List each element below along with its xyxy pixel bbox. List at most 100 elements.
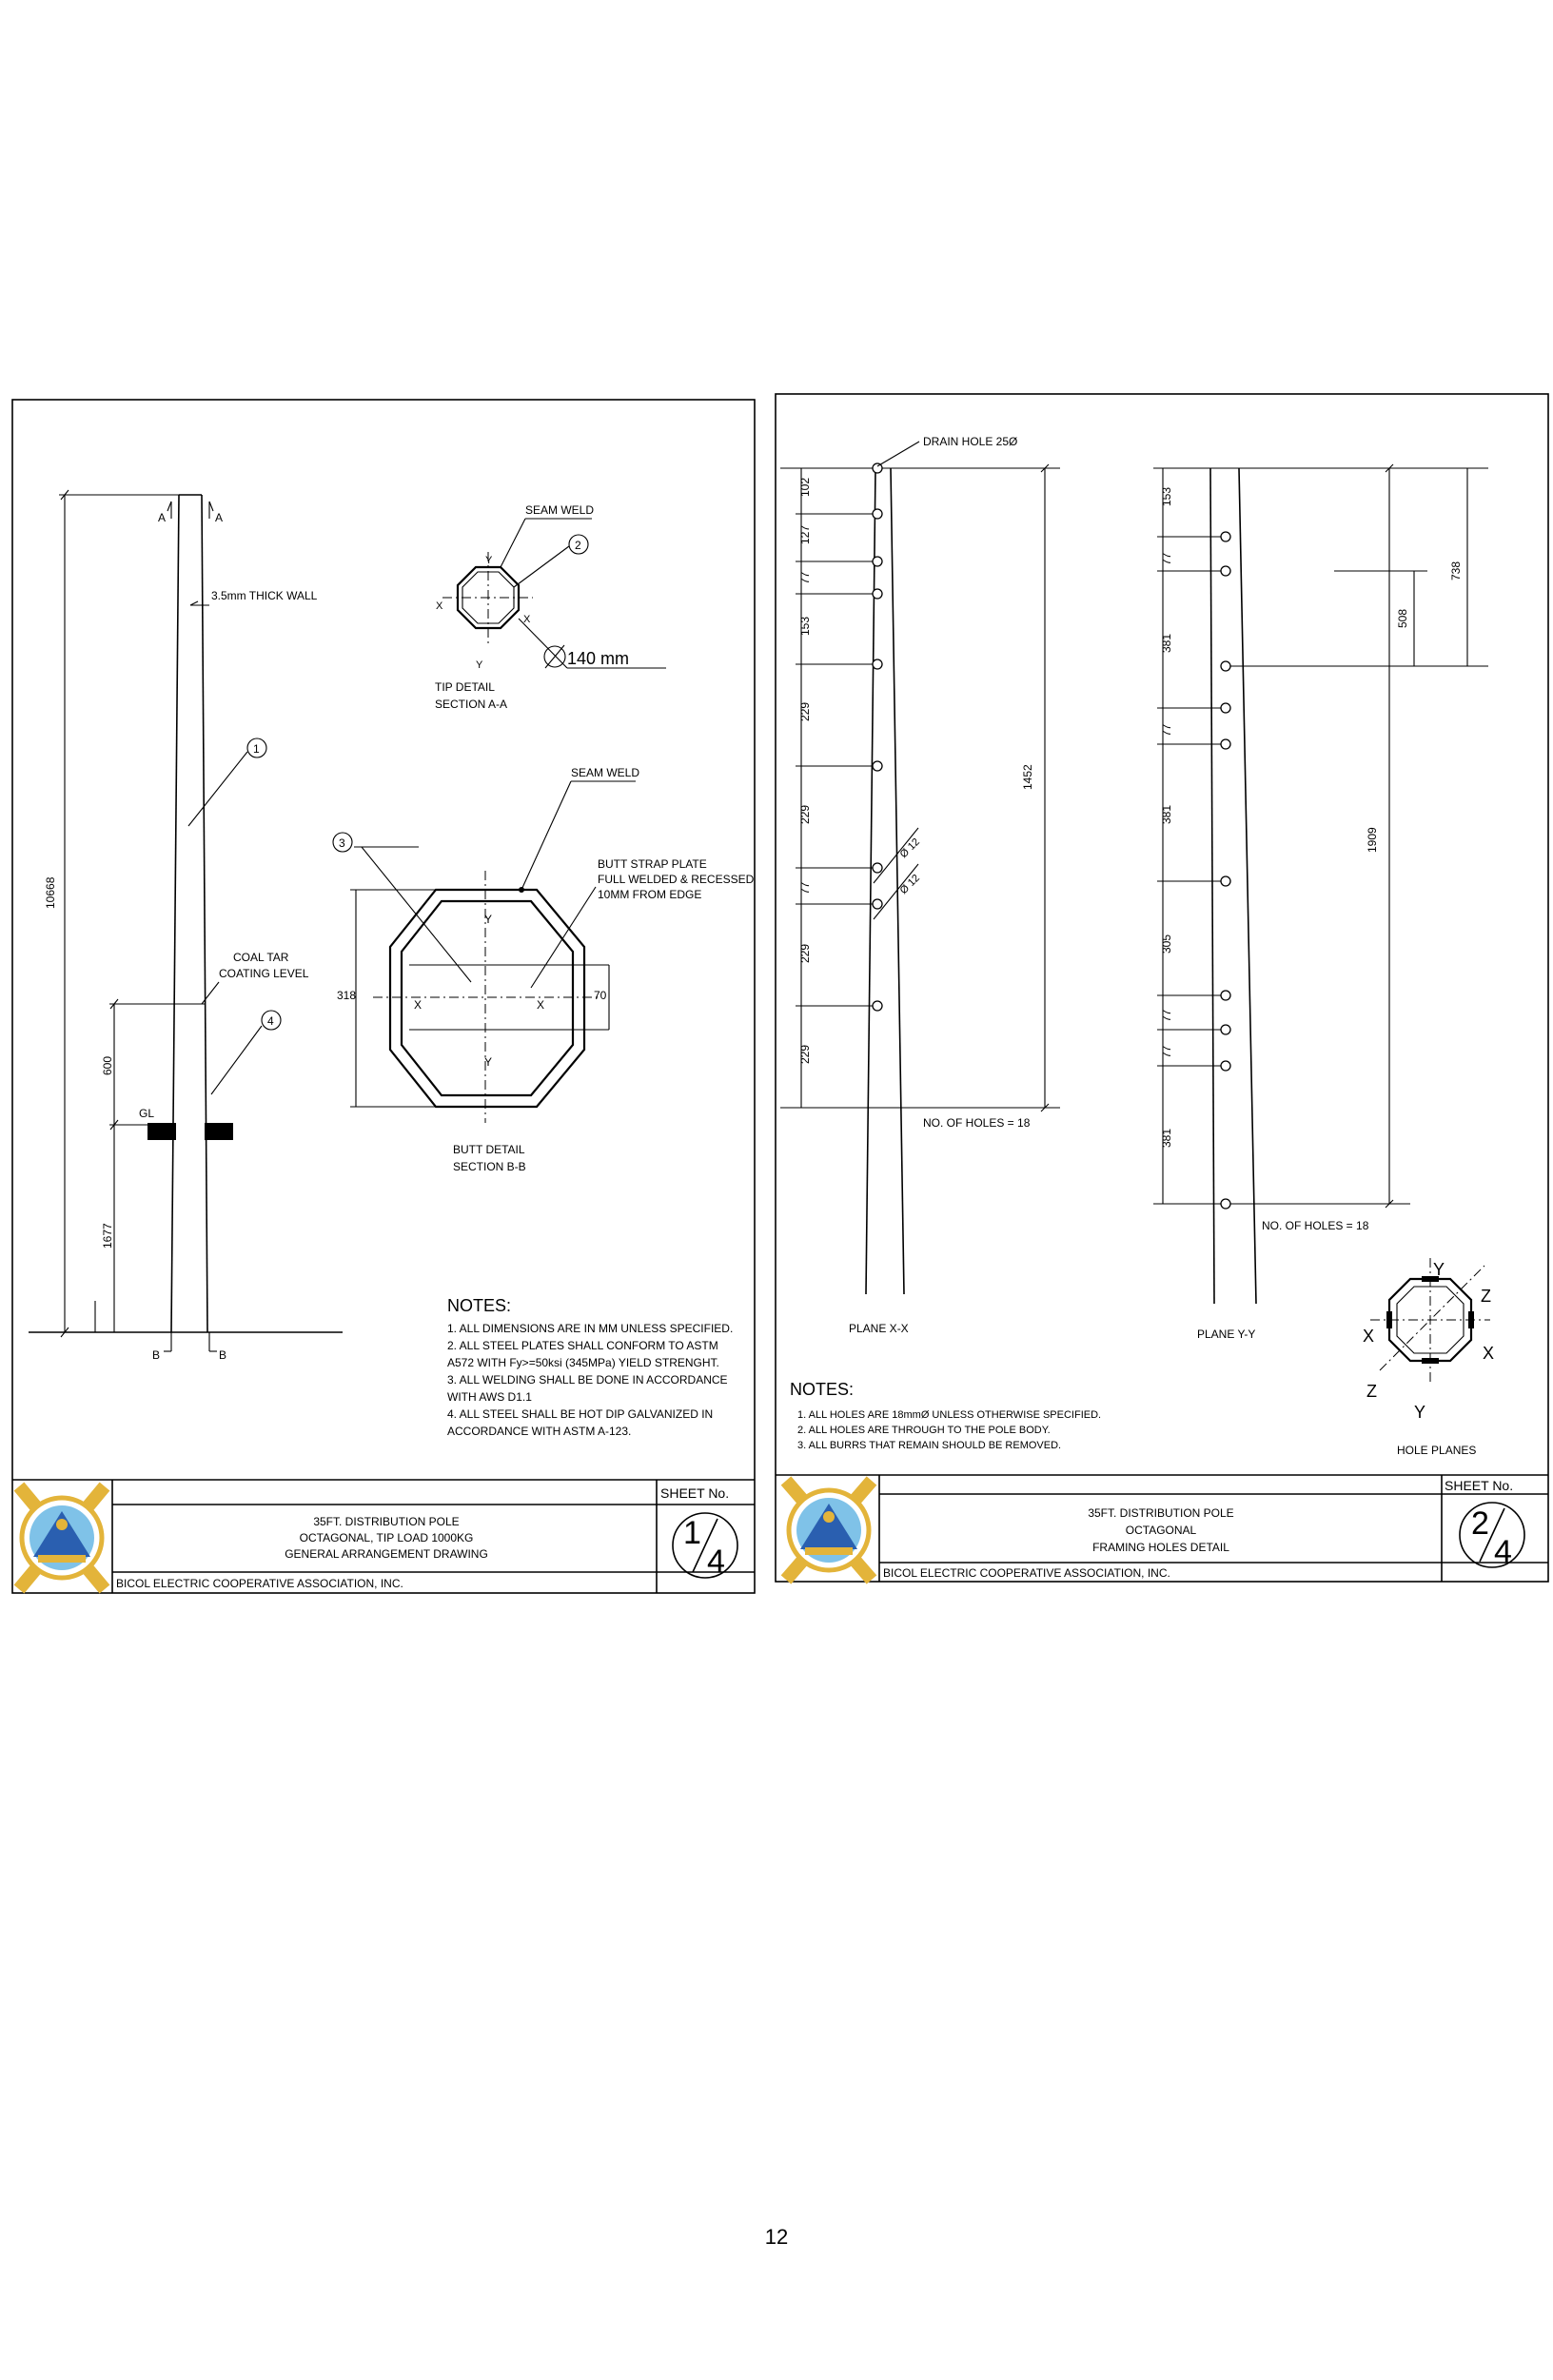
yy-holes-count: NO. OF HOLES = 18: [1262, 1219, 1369, 1232]
svg-text:Y: Y: [484, 1055, 492, 1069]
svg-text:Z: Z: [1366, 1382, 1377, 1401]
yy-738-dim: 738: [1449, 561, 1463, 580]
sheet-2-sheet-label: SHEET No.: [1445, 1478, 1513, 1493]
page-number: 12: [765, 2225, 788, 2249]
sheet-1-title-block: SHEET No. 35FT. DISTRIBUTION POLE OCTAGO…: [12, 1479, 755, 1594]
section-a-left: A: [158, 511, 166, 524]
section-a-right: A: [215, 511, 223, 524]
sheet-2-number: 2: [1471, 1505, 1489, 1542]
dim-600: 600: [101, 1056, 114, 1075]
yy-dim: 77: [1160, 552, 1173, 565]
section-b-right: B: [219, 1348, 226, 1362]
svg-text:Z: Z: [1481, 1287, 1491, 1306]
butt-detail-title: BUTT DETAIL: [453, 1143, 525, 1156]
tip-diameter: 140 mm: [567, 649, 629, 668]
sheet-1-note: 4. ALL STEEL SHALL BE HOT DIP GALVANIZED…: [447, 1407, 713, 1421]
yy-holes: [1157, 531, 1231, 1210]
gl-label: GL: [139, 1107, 154, 1120]
yy-dim: 381: [1160, 634, 1173, 653]
section-b-left: B: [152, 1348, 160, 1362]
butt-detail-section: SECTION B-B: [453, 1160, 526, 1173]
sheet-1-note: WITH AWS D1.1: [447, 1390, 532, 1404]
sheet-2-total: 4: [1494, 1534, 1512, 1570]
coal-tar-2: COATING LEVEL: [219, 967, 309, 980]
seam-weld-tip: SEAM WELD: [525, 503, 594, 517]
sheet-1-sheet-label: SHEET No.: [660, 1485, 729, 1501]
callout-3: [332, 832, 353, 853]
wall-label: 3.5mm THICK WALL: [211, 589, 318, 602]
sheet-1-total: 4: [707, 1544, 725, 1580]
yy-dim: 381: [1160, 1129, 1173, 1148]
sheet-1-border: [11, 399, 756, 1594]
svg-text:Y: Y: [1414, 1403, 1425, 1422]
sheet-1-title-line3: GENERAL ARRANGEMENT DRAWING: [285, 1547, 488, 1561]
svg-text:3: 3: [339, 836, 345, 850]
gl-block-right: [205, 1123, 233, 1140]
dim-height-total: 10668: [44, 876, 57, 909]
butt-strap-2: FULL WELDED & RECESSED: [598, 873, 755, 886]
xx-holes-count: NO. OF HOLES = 18: [923, 1116, 1031, 1130]
svg-text:Y: Y: [485, 555, 493, 566]
yy-dim: 381: [1160, 805, 1173, 824]
sheet-2-note: 3. ALL BURRS THAT REMAIN SHOULD BE REMOV…: [797, 1440, 1061, 1451]
sheet-2-title-block: SHEET No. 35FT. DISTRIBUTION POLE OCTAGO…: [776, 1474, 1548, 1584]
callout-1: [246, 738, 267, 758]
dim-318: 318: [337, 989, 356, 1002]
xx-total-dim: 1452: [1021, 764, 1034, 790]
diameter-icon: [543, 645, 566, 668]
yy-dim: 305: [1160, 934, 1173, 954]
seam-weld-butt: SEAM WELD: [571, 766, 639, 779]
tip-detail-title: TIP DETAIL: [435, 680, 495, 694]
butt-detail: Y Y X X 70 318 SEAM WELD 3 BUTT STRAP PL…: [332, 766, 755, 1173]
sheet-1-note: ACCORDANCE WITH ASTM A-123.: [447, 1425, 631, 1438]
sheet-2-title-line1: 35FT. DISTRIBUTION POLE: [1088, 1506, 1233, 1520]
xx-dim: 77: [798, 571, 812, 584]
yy-508-dim: 508: [1396, 609, 1409, 628]
sheet-2-border: [775, 393, 1549, 1583]
gl-block-left: [147, 1123, 176, 1140]
sheet-1-note: 3. ALL WELDING SHALL BE DONE IN ACCORDAN…: [447, 1373, 728, 1387]
sheet-1-notes-title: NOTES:: [447, 1296, 511, 1315]
sheet-2-number-circle: [1459, 1502, 1525, 1568]
sheet-2-title-line2: OCTAGONAL: [1126, 1524, 1197, 1537]
sheet-2-note: 1. ALL HOLES ARE 18mmØ UNLESS OTHERWISE …: [797, 1409, 1101, 1421]
logo: [13, 1482, 110, 1594]
dim-70: 70: [594, 989, 607, 1002]
plane-yy-label: PLANE Y-Y: [1197, 1328, 1255, 1341]
butt-strap-1: BUTT STRAP PLATE: [598, 857, 707, 871]
sheet-2-title-line3: FRAMING HOLES DETAIL: [1092, 1541, 1229, 1554]
yy-dim: 77: [1160, 1045, 1173, 1058]
svg-text:1: 1: [253, 742, 260, 756]
yy-dim: 77: [1160, 723, 1173, 737]
dim-1677: 1677: [101, 1223, 114, 1249]
sheet-1-number-circle: [672, 1512, 738, 1579]
sheet-2-org: BICOL ELECTRIC COOPERATIVE ASSOCIATION, …: [883, 1566, 1170, 1580]
yy-dim: 77: [1160, 1009, 1173, 1022]
coal-tar-1: COAL TAR: [233, 951, 289, 964]
plane-xx-label: PLANE X-X: [849, 1322, 909, 1335]
sheet-1-number: 1: [683, 1515, 701, 1551]
svg-text:X: X: [537, 998, 544, 1012]
sheet-2: 1452 102 127 77 153 229 229 77: [775, 393, 1549, 1584]
xx-dim: 127: [798, 525, 812, 544]
logo: [780, 1476, 877, 1584]
svg-text:X: X: [436, 600, 443, 612]
xx-dim: 153: [798, 617, 812, 636]
drain-hole-label: DRAIN HOLE 25Ø: [923, 435, 1017, 448]
sheet-2-note: 2. ALL HOLES ARE THROUGH TO THE POLE BOD…: [797, 1425, 1051, 1436]
xx-dim: 229: [798, 944, 812, 963]
xx-dim: 102: [798, 478, 812, 497]
xx-dim: 229: [798, 702, 812, 721]
butt-strap-3: 10MM FROM EDGE: [598, 888, 701, 901]
sheet-1-note: A572 WITH Fy>=50ksi (345MPa) YIELD STREN…: [447, 1356, 719, 1369]
sheet-2-notes-title: NOTES:: [790, 1380, 854, 1399]
hole-planes-label: HOLE PLANES: [1397, 1444, 1476, 1457]
xx-holes: [796, 462, 883, 1012]
svg-text:X: X: [414, 998, 422, 1012]
tip-detail-section: SECTION A-A: [435, 698, 507, 711]
svg-text:X: X: [1483, 1344, 1494, 1363]
sheet-1-note: 2. ALL STEEL PLATES SHALL CONFORM TO AST…: [447, 1339, 718, 1352]
svg-text:Y: Y: [484, 913, 492, 926]
